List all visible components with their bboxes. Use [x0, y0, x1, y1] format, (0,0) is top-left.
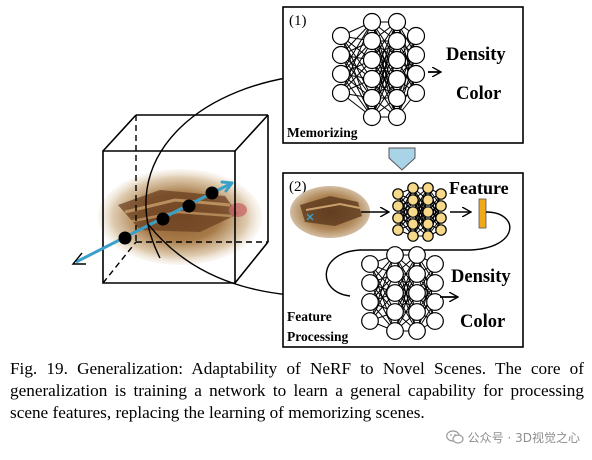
network-node [406, 83, 426, 103]
feature-vector [478, 198, 487, 229]
panel-memorizing: (1) Density Color Memorizing [282, 6, 524, 144]
network-node [426, 312, 444, 330]
network-node [435, 212, 447, 224]
network-node [362, 69, 382, 89]
network-node [361, 255, 379, 273]
panel-number: (2) [289, 179, 307, 195]
network-node [406, 64, 426, 84]
network-node [386, 265, 404, 283]
scene-cube [98, 114, 269, 284]
network-node [407, 218, 419, 230]
figure-caption: Fig. 19. Generalization: Adaptability of… [10, 359, 584, 422]
network-node [435, 188, 447, 200]
color-label: Color [456, 84, 501, 104]
network-node [408, 322, 426, 340]
network-node [362, 88, 382, 108]
network-node [361, 274, 379, 292]
network-node [331, 26, 351, 46]
arrow-to-memorizing [145, 74, 322, 259]
network-node [362, 12, 382, 32]
feature-processing-label: Feature [287, 309, 332, 324]
network-node [422, 230, 434, 242]
watermark: 公众号 · 3D视觉之心 [445, 428, 580, 446]
network-node [422, 206, 434, 218]
panel-number: (1) [289, 13, 307, 29]
network-node [361, 293, 379, 311]
network-node [426, 274, 444, 292]
network-node [386, 246, 404, 264]
network-node [362, 50, 382, 70]
network-node [362, 31, 382, 51]
feature-encoder-network [392, 182, 447, 242]
network-node [386, 322, 404, 340]
network-node [387, 69, 407, 89]
network-node [406, 45, 426, 65]
density-label: Density [451, 267, 511, 287]
network-node [387, 12, 407, 32]
network-node [422, 218, 434, 230]
network-node [392, 212, 404, 224]
sample-point [156, 212, 170, 226]
sample-point [118, 231, 132, 245]
watermark-text: 公众号 · 3D视觉之心 [467, 430, 580, 445]
network-node [407, 182, 419, 194]
camera-ray [71, 180, 234, 265]
network-node [392, 224, 404, 236]
transition-arrow [388, 147, 416, 171]
network-node [392, 188, 404, 200]
network-node [407, 230, 419, 242]
network-node [361, 312, 379, 330]
network-node [331, 64, 351, 84]
network-node [408, 246, 426, 264]
network-node [422, 194, 434, 206]
network-node [407, 194, 419, 206]
mlp-network [361, 246, 444, 340]
scene-image [98, 169, 262, 265]
network-node [387, 50, 407, 70]
sample-point [182, 199, 196, 213]
network-node [408, 303, 426, 321]
network-node [406, 26, 426, 46]
feature-processing-label: Processing [287, 329, 348, 344]
network-node [386, 303, 404, 321]
network-node [387, 31, 407, 51]
network-node [331, 83, 351, 103]
network-node [331, 45, 351, 65]
nerf-generalization-diagram: (1) Density Color Memorizing (2) Feature… [71, 6, 524, 348]
network-node [422, 182, 434, 194]
feature-label: Feature [449, 178, 509, 198]
scene-thumbnail [290, 186, 370, 238]
color-label: Color [460, 312, 505, 332]
network-node [387, 88, 407, 108]
network-node [387, 107, 407, 127]
network-node [362, 107, 382, 127]
memorizing-label: Memorizing [287, 125, 358, 140]
wechat-icon [445, 430, 464, 444]
panel-feature-processing: (2) Feature Density Color Feature Proces… [282, 172, 524, 348]
network-node [435, 224, 447, 236]
sample-point [205, 186, 219, 200]
network-node [408, 284, 426, 302]
network-node [386, 284, 404, 302]
network-node [407, 206, 419, 218]
network-node [392, 200, 404, 212]
network-node [426, 293, 444, 311]
network-node [426, 255, 444, 273]
mlp-network [331, 12, 426, 127]
network-node [435, 200, 447, 212]
network-node [408, 265, 426, 283]
density-label: Density [446, 45, 506, 65]
